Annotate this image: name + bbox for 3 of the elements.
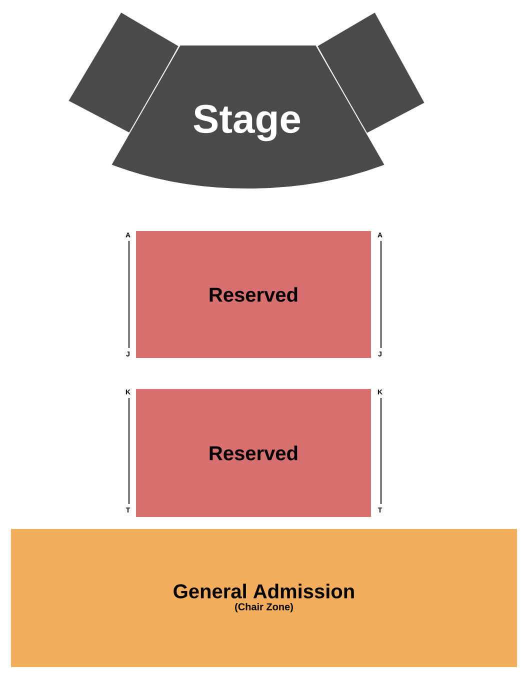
seating-section: Reserved [136, 389, 371, 517]
seating-section: Reserved [136, 231, 371, 358]
general-admission-section: General Admission (Chair Zone) [11, 529, 517, 667]
